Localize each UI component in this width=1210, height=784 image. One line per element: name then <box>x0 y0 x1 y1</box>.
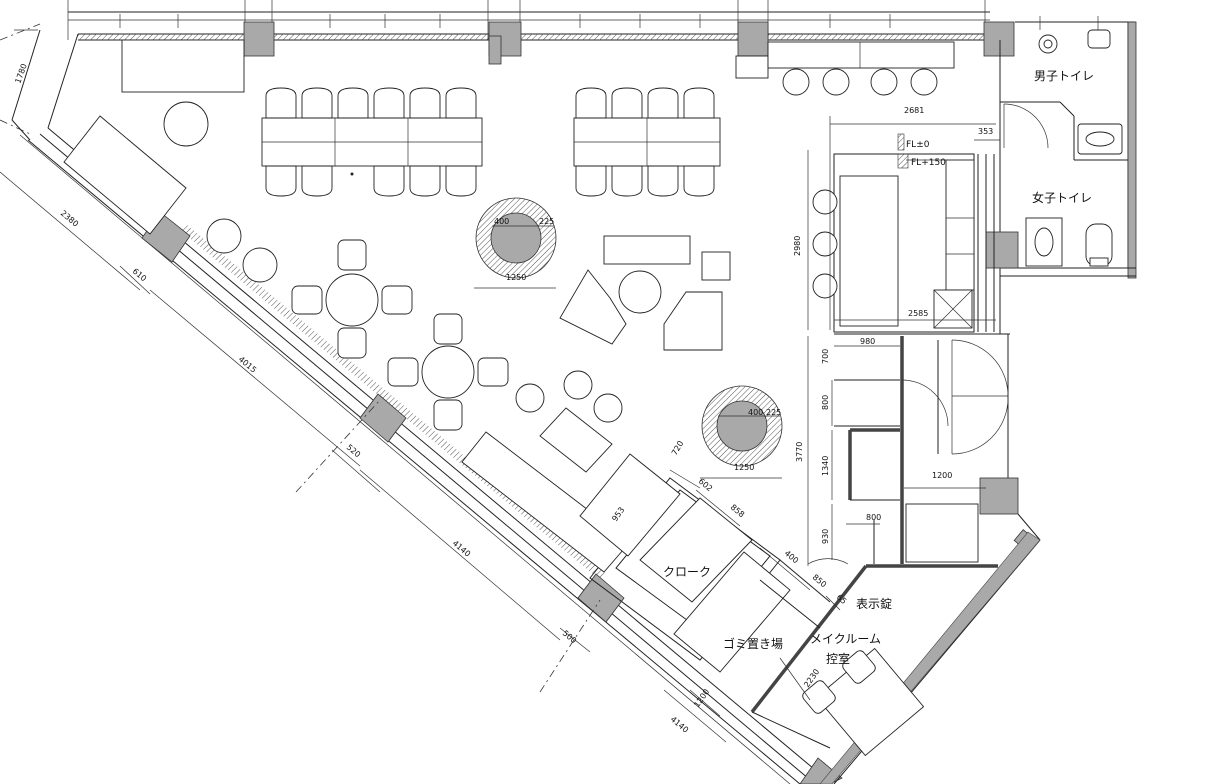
dimension-lines <box>0 29 1000 743</box>
waiting-room-label: 控室 <box>826 651 850 666</box>
dim-610: 610 <box>131 267 148 284</box>
long-table-right <box>573 117 721 167</box>
dim-353: 353 <box>978 127 993 136</box>
dim-2681: 2681 <box>904 106 924 115</box>
level-fl150: FL+150 <box>911 158 946 168</box>
dim-500: 500 <box>561 629 578 646</box>
round-table-1 <box>291 239 413 359</box>
dim-800b: 800 <box>866 513 881 522</box>
dim-400c: 400 <box>783 549 800 566</box>
dim-1340: 1340 <box>821 456 830 476</box>
dim-4140a: 4140 <box>451 539 472 559</box>
dim-2585: 2585 <box>908 309 928 318</box>
womens-toilet-label: 女子トイレ <box>1032 190 1092 205</box>
dim-225b: 225 <box>766 408 781 417</box>
trash-label: ゴミ置き場 <box>723 636 783 651</box>
dim-3770: 3770 <box>795 442 804 462</box>
chairs-bottom <box>265 165 715 197</box>
column-cylinder-1 <box>475 197 557 279</box>
dim-400b: 400 <box>748 408 763 417</box>
dim-980: 980 <box>860 337 875 346</box>
dim-400a: 400 <box>494 217 509 226</box>
indicator-lock-label: 表示錠 <box>856 596 892 611</box>
dim-930: 930 <box>821 529 830 544</box>
dim-1200: 1200 <box>932 471 952 480</box>
round-table-2 <box>387 313 509 431</box>
makeup-room-label: メイクルーム <box>810 632 881 646</box>
dim-800a: 800 <box>821 395 830 410</box>
dim-720: 720 <box>670 439 685 457</box>
long-table-left <box>261 117 483 176</box>
column-cylinder-2 <box>701 385 783 467</box>
dim-850: 850 <box>811 573 828 590</box>
toilet-block: 男子トイレ 女子トイレ <box>985 16 1137 334</box>
dim-2980: 2980 <box>793 236 802 256</box>
dim-2380: 2380 <box>59 209 80 229</box>
cloak-label: クローク <box>663 565 711 579</box>
lower-right-rooms <box>750 333 1041 784</box>
dim-858: 858 <box>729 503 746 520</box>
dim-1250b: 1250 <box>734 463 754 472</box>
chairs-top <box>265 87 715 119</box>
dim-225a: 225 <box>539 217 554 226</box>
level-fl0: FL±0 <box>906 140 930 150</box>
dim-700: 700 <box>821 349 830 364</box>
dining-furniture <box>63 39 955 473</box>
dim-4140b: 4140 <box>669 715 690 735</box>
dim-602: 602 <box>697 477 714 494</box>
dim-520: 520 <box>345 443 362 460</box>
dim-1250a: 1250 <box>506 273 526 282</box>
cloak-trash-area: クローク ゴミ置き場 表示錠 メイクルーム 控室 <box>461 431 892 673</box>
raised-platform: FL±0 FL+150 <box>812 133 995 333</box>
mens-toilet-label: 男子トイレ <box>1034 69 1094 83</box>
